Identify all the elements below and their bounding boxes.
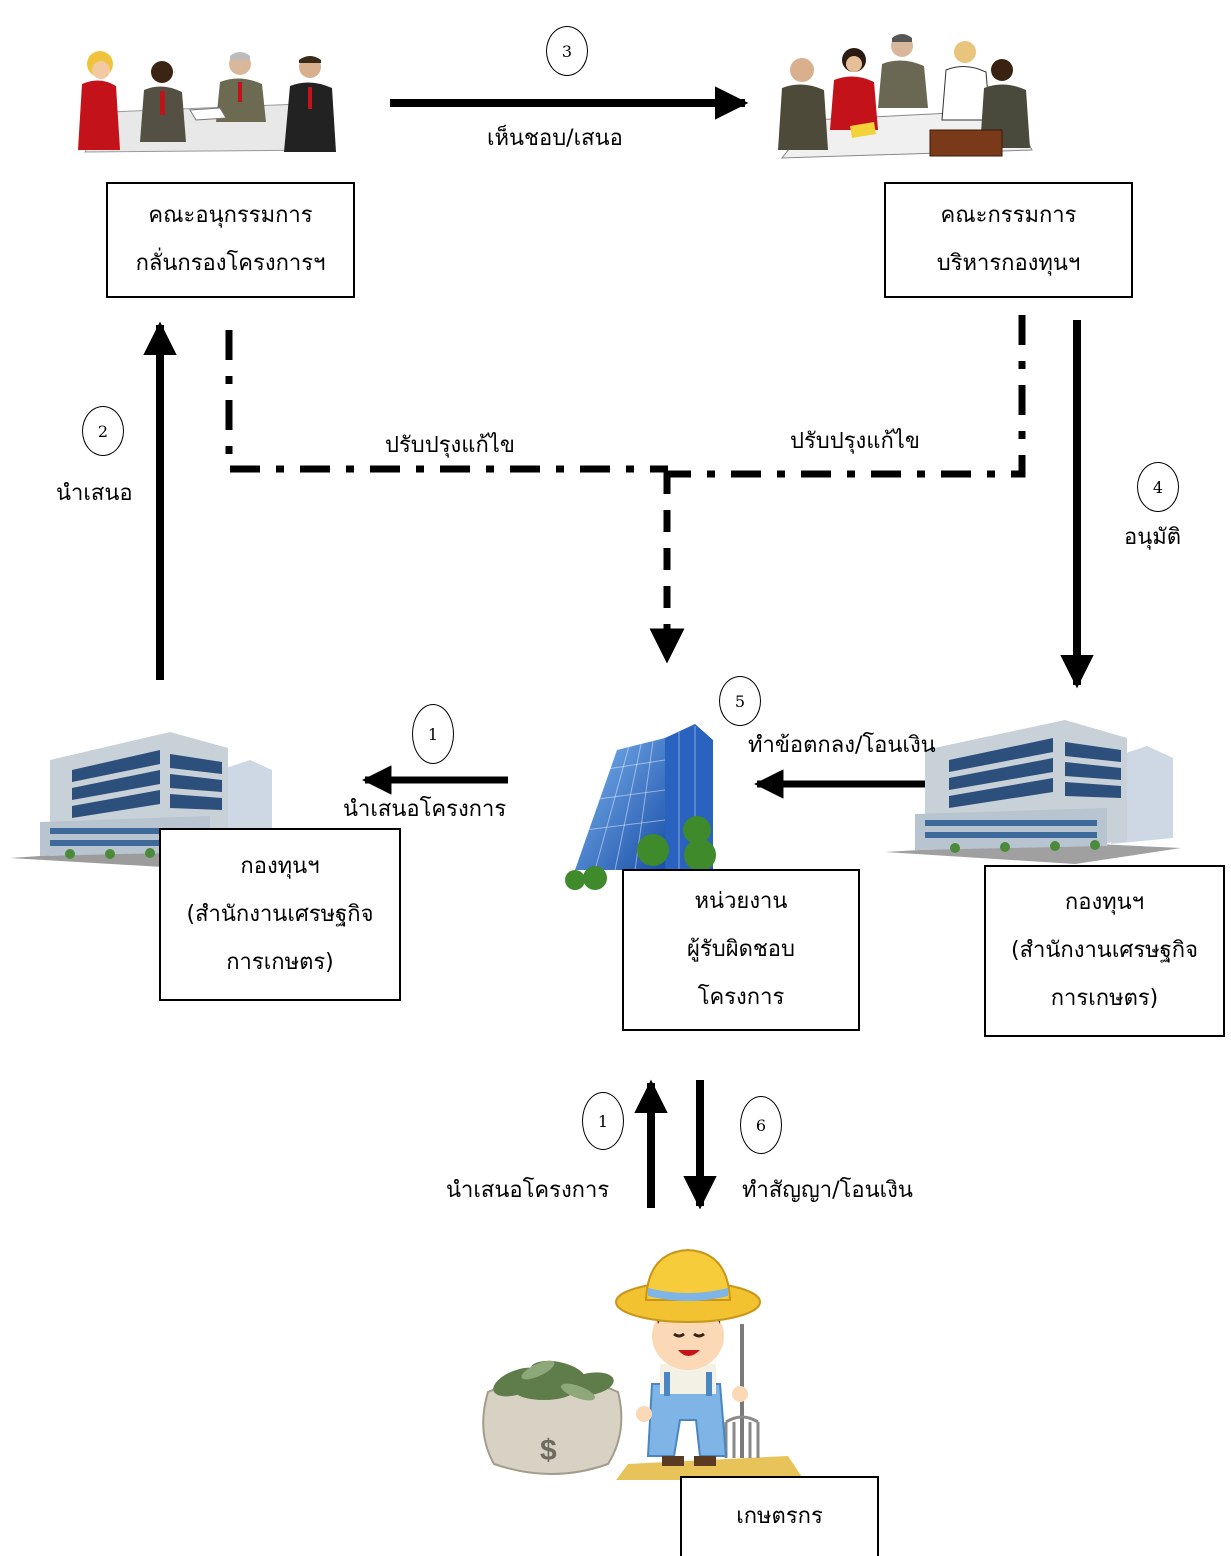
label-approve: อนุมัติ xyxy=(1124,525,1182,550)
label-propose-project-bottom: นำเสนอโครงการ xyxy=(446,1178,610,1203)
agency-box: หน่วยงาน ผู้รับผิดชอบ โครงการ xyxy=(622,869,860,1031)
committee-line-1: คณะกรรมการ xyxy=(940,203,1077,228)
label-contract-transfer: ทำสัญญา/โอนเงิน xyxy=(742,1178,913,1203)
label-propose-project-top: นำเสนอโครงการ xyxy=(343,797,507,822)
fund-left-box: กองทุนฯ (สำนักงานเศรษฐกิจ การเกษตร) xyxy=(159,828,401,1001)
glass-office-tower-icon xyxy=(565,724,716,890)
label-revise-right: ปรับปรุงแก้ไข xyxy=(790,429,920,454)
step-2-badge: 2 xyxy=(82,406,124,456)
step-1-top-badge: 1 xyxy=(412,704,454,764)
step-1-bottom-badge: 1 xyxy=(582,1092,624,1150)
revise-line-right xyxy=(668,315,1026,478)
committee-line-2: บริหารกองทุนฯ xyxy=(936,251,1081,276)
business-meeting-icon xyxy=(78,51,336,153)
subcommittee-line-1: คณะอนุกรรมการ xyxy=(148,203,313,228)
step-3-badge: 3 xyxy=(546,26,588,76)
agency-line-1: หน่วยงาน xyxy=(694,889,788,914)
business-meeting-icon xyxy=(778,34,1033,159)
subcommittee-box: คณะอนุกรรมการ กลั่นกรองโครงการฯ xyxy=(106,182,355,298)
fund-right-line-3: การเกษตร) xyxy=(1050,986,1159,1011)
svg-text:$: $ xyxy=(540,1434,557,1467)
farmer-box: เกษตรกร xyxy=(680,1476,879,1556)
label-agreement-transfer: ทำข้อตกลง/โอนเงิน xyxy=(748,733,936,758)
revise-line-left xyxy=(225,330,668,473)
farmer-label: เกษตรกร xyxy=(736,1504,823,1529)
step-6-badge: 6 xyxy=(740,1096,782,1154)
label-revise-left: ปรับปรุงแก้ไข xyxy=(385,433,515,458)
agency-line-3: โครงการ xyxy=(697,985,785,1010)
fund-left-line-1: กองทุนฯ xyxy=(240,853,320,879)
label-present: นำเสนอ xyxy=(56,481,133,506)
fund-right-line-2: (สำนักงานเศรษฐกิจ xyxy=(1010,938,1198,963)
fund-right-line-1: กองทุนฯ xyxy=(1064,890,1145,915)
fund-right-box: กองทุนฯ (สำนักงานเศรษฐกิจ การเกษตร) xyxy=(984,865,1225,1037)
step-5-badge: 5 xyxy=(719,676,761,726)
fund-left-line-3: การเกษตร) xyxy=(226,949,334,975)
step-4-badge: 4 xyxy=(1137,462,1179,512)
subcommittee-line-2: กลั่นกรองโครงการฯ xyxy=(135,251,326,276)
agency-line-2: ผู้รับผิดชอบ xyxy=(687,937,795,962)
office-building-icon xyxy=(885,720,1181,864)
farmer-icon xyxy=(615,1248,804,1480)
committee-box: คณะกรรมการ บริหารกองทุนฯ xyxy=(884,182,1133,298)
fund-left-line-2: (สำนักงานเศรษฐกิจ xyxy=(186,901,374,927)
money-bag-icon: $ xyxy=(482,1360,623,1475)
label-approve-propose: เห็นชอบ/เสนอ xyxy=(487,126,623,151)
